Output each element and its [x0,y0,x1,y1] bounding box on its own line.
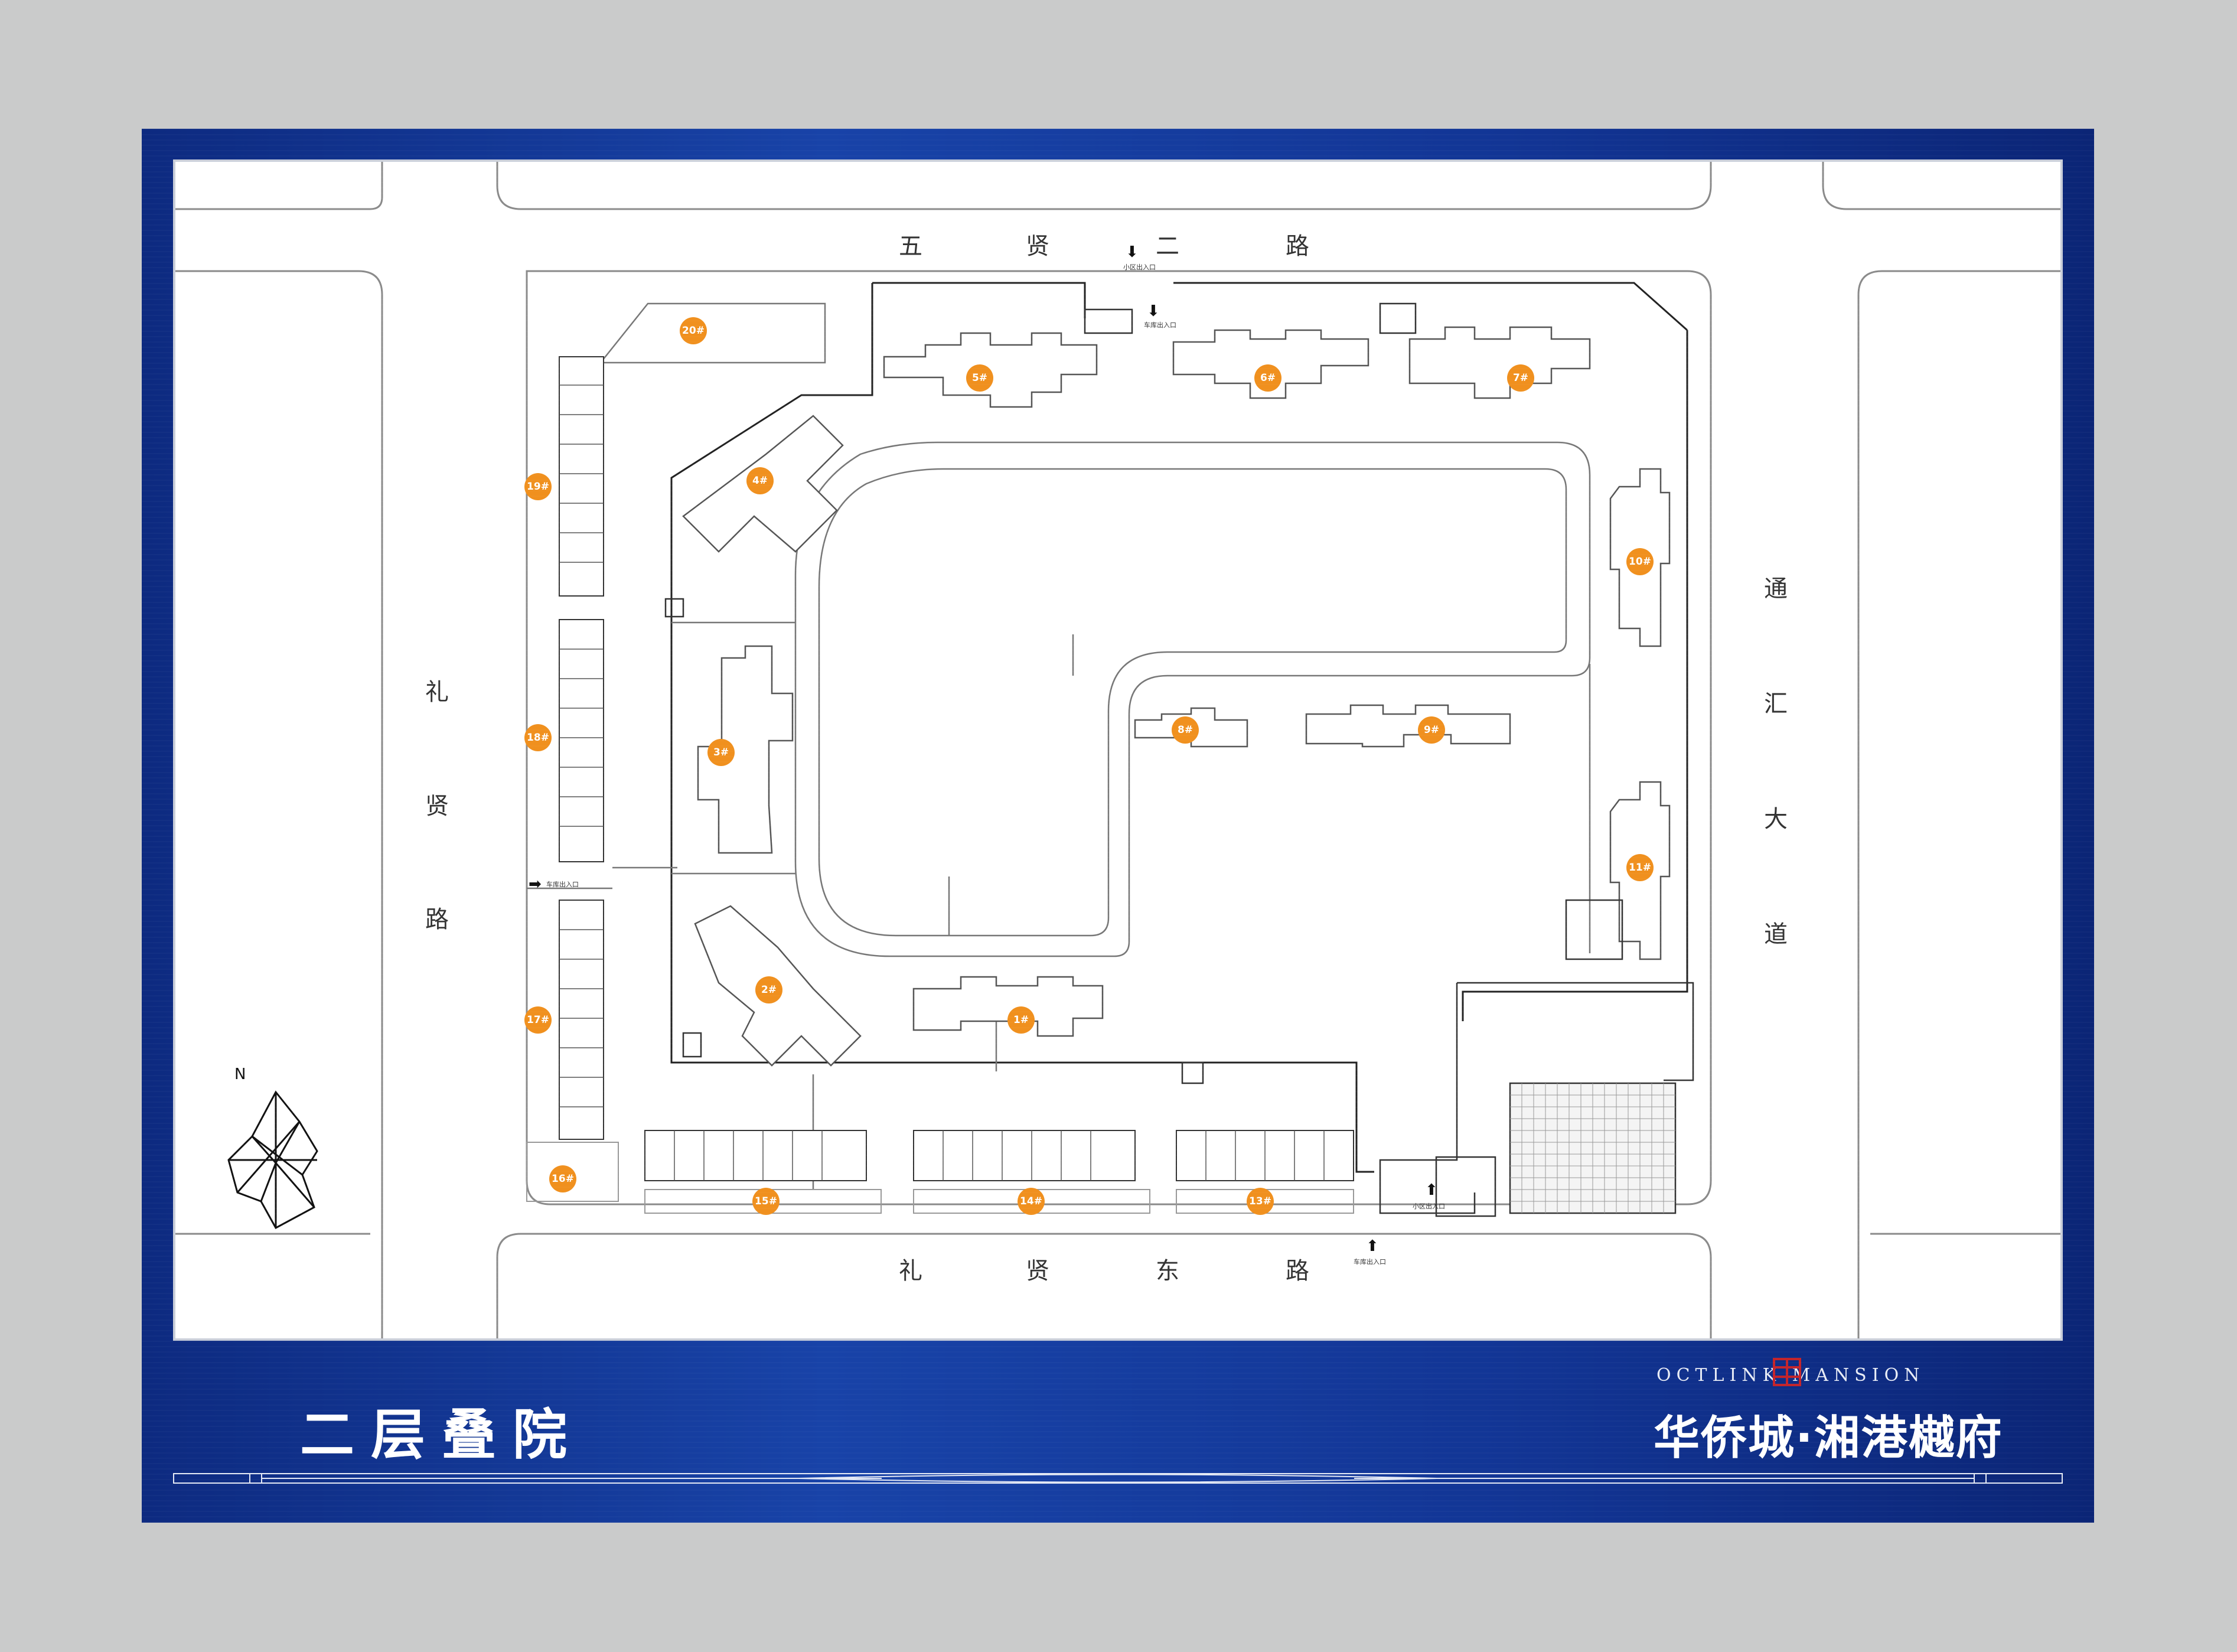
building-15-badge[interactable]: 15# [752,1188,780,1215]
road-south-char-1: 礼 [899,1257,922,1285]
road-west-char-3: 路 [425,906,449,933]
road-east-char-2: 汇 [1764,690,1788,718]
tower-6-outline [1172,329,1369,399]
community-entrance-south-arrow-icon: ⬆ [1425,1181,1438,1199]
ring-road-inner [818,468,1567,937]
road-block-e [1857,270,2060,1338]
garage-entrance-south-arrow-icon: ⬆ [1366,1237,1379,1255]
road-west-char-2: 贤 [425,793,449,820]
townhouse-dividers [559,385,1325,1181]
building-16-badge[interactable]: 16# [549,1165,576,1192]
tower-3-outline [697,645,794,854]
building-8-badge[interactable]: 8# [1172,716,1199,744]
site-plan-map: 五 贤 二 路 礼 贤 路 通 汇 大 道 礼 贤 东 路 1# 2# 3# 4… [173,159,2063,1341]
building-14-badge[interactable]: 14# [1018,1188,1045,1215]
building-11-badge[interactable]: 11# [1626,854,1654,881]
road-east-char-3: 大 [1764,806,1788,833]
road-south-char-2: 贤 [1026,1257,1049,1285]
road-block-ne [1822,162,2060,210]
community-entrance-north-arrow-icon: ⬇ [1126,243,1139,261]
road-south-char-4: 路 [1286,1257,1309,1285]
road-east-char-1: 通 [1764,575,1788,602]
building-20-badge[interactable]: 20# [680,317,707,344]
tower-1-outline [912,976,1104,1037]
building-4-badge[interactable]: 4# [746,467,774,494]
blue-display-board: 五 贤 二 路 礼 贤 路 通 汇 大 道 礼 贤 东 路 1# 2# 3# 4… [142,129,2094,1523]
garage-entrance-north-label: 车库出入口 [1144,321,1176,329]
ring-road-outer [794,441,1591,957]
floor-title: 二层叠院 [300,1403,584,1467]
road-block-nw [175,162,383,210]
building-19-badge[interactable]: 19# [524,473,552,500]
building-13-badge[interactable]: 13# [1247,1188,1274,1215]
tower-9-outline [1305,704,1511,748]
garage-entrance-north-arrow-icon: ⬇ [1147,302,1160,320]
clubhouse [1379,982,1694,1217]
building-10-badge[interactable]: 10# [1626,548,1654,575]
brand-logo-icon [1773,1358,1801,1386]
building-18-badge[interactable]: 18# [524,724,552,751]
building-5-badge[interactable]: 5# [966,364,993,392]
building-7-badge[interactable]: 7# [1507,364,1534,392]
garage-entrance-west-arrow-icon: ➡ [529,875,542,893]
road-north-char-3: 二 [1156,233,1179,260]
compass-north-label: N [234,1066,246,1083]
grid-plaza [1509,1082,1677,1214]
decorative-rule [173,1473,2063,1484]
garage-entrance-south-label: 车库出入口 [1354,1258,1386,1266]
road-north-char-4: 路 [1286,233,1309,260]
road-north-char-2: 贤 [1026,233,1049,260]
building-17-badge[interactable]: 17# [524,1006,552,1034]
road-block-w [175,270,383,1338]
community-entrance-north-label: 小区出入口 [1123,263,1156,271]
tower-7-outline [1408,326,1591,399]
plot-20 [599,302,826,364]
fence-east [1462,330,1688,1021]
garage-entrance-west-label: 车库出入口 [546,881,579,888]
building-1-badge[interactable]: 1# [1007,1006,1035,1034]
tower-outlines [682,326,1671,1067]
road-south-char-3: 东 [1156,1257,1179,1285]
road-block-n [496,162,1712,210]
north-compass-icon [227,1090,318,1230]
building-3-badge[interactable]: 3# [707,739,735,766]
road-west-char-1: 礼 [425,679,449,706]
building-2-badge[interactable]: 2# [755,976,782,1003]
building-6-badge[interactable]: 6# [1254,364,1281,392]
fence-west [670,283,1374,1173]
road-east-char-4: 道 [1764,921,1788,948]
site-plan-drawing [175,162,2060,1338]
brand-chinese: 华侨城·湘港樾府 [1654,1412,2003,1465]
townhouse-rows [559,356,1354,1181]
building-9-badge[interactable]: 9# [1418,716,1445,744]
site-boundary [526,270,1712,1205]
community-entrance-south-label: 小区出入口 [1413,1203,1445,1210]
road-block-s [496,1233,1712,1338]
road-north-char-1: 五 [899,233,922,260]
